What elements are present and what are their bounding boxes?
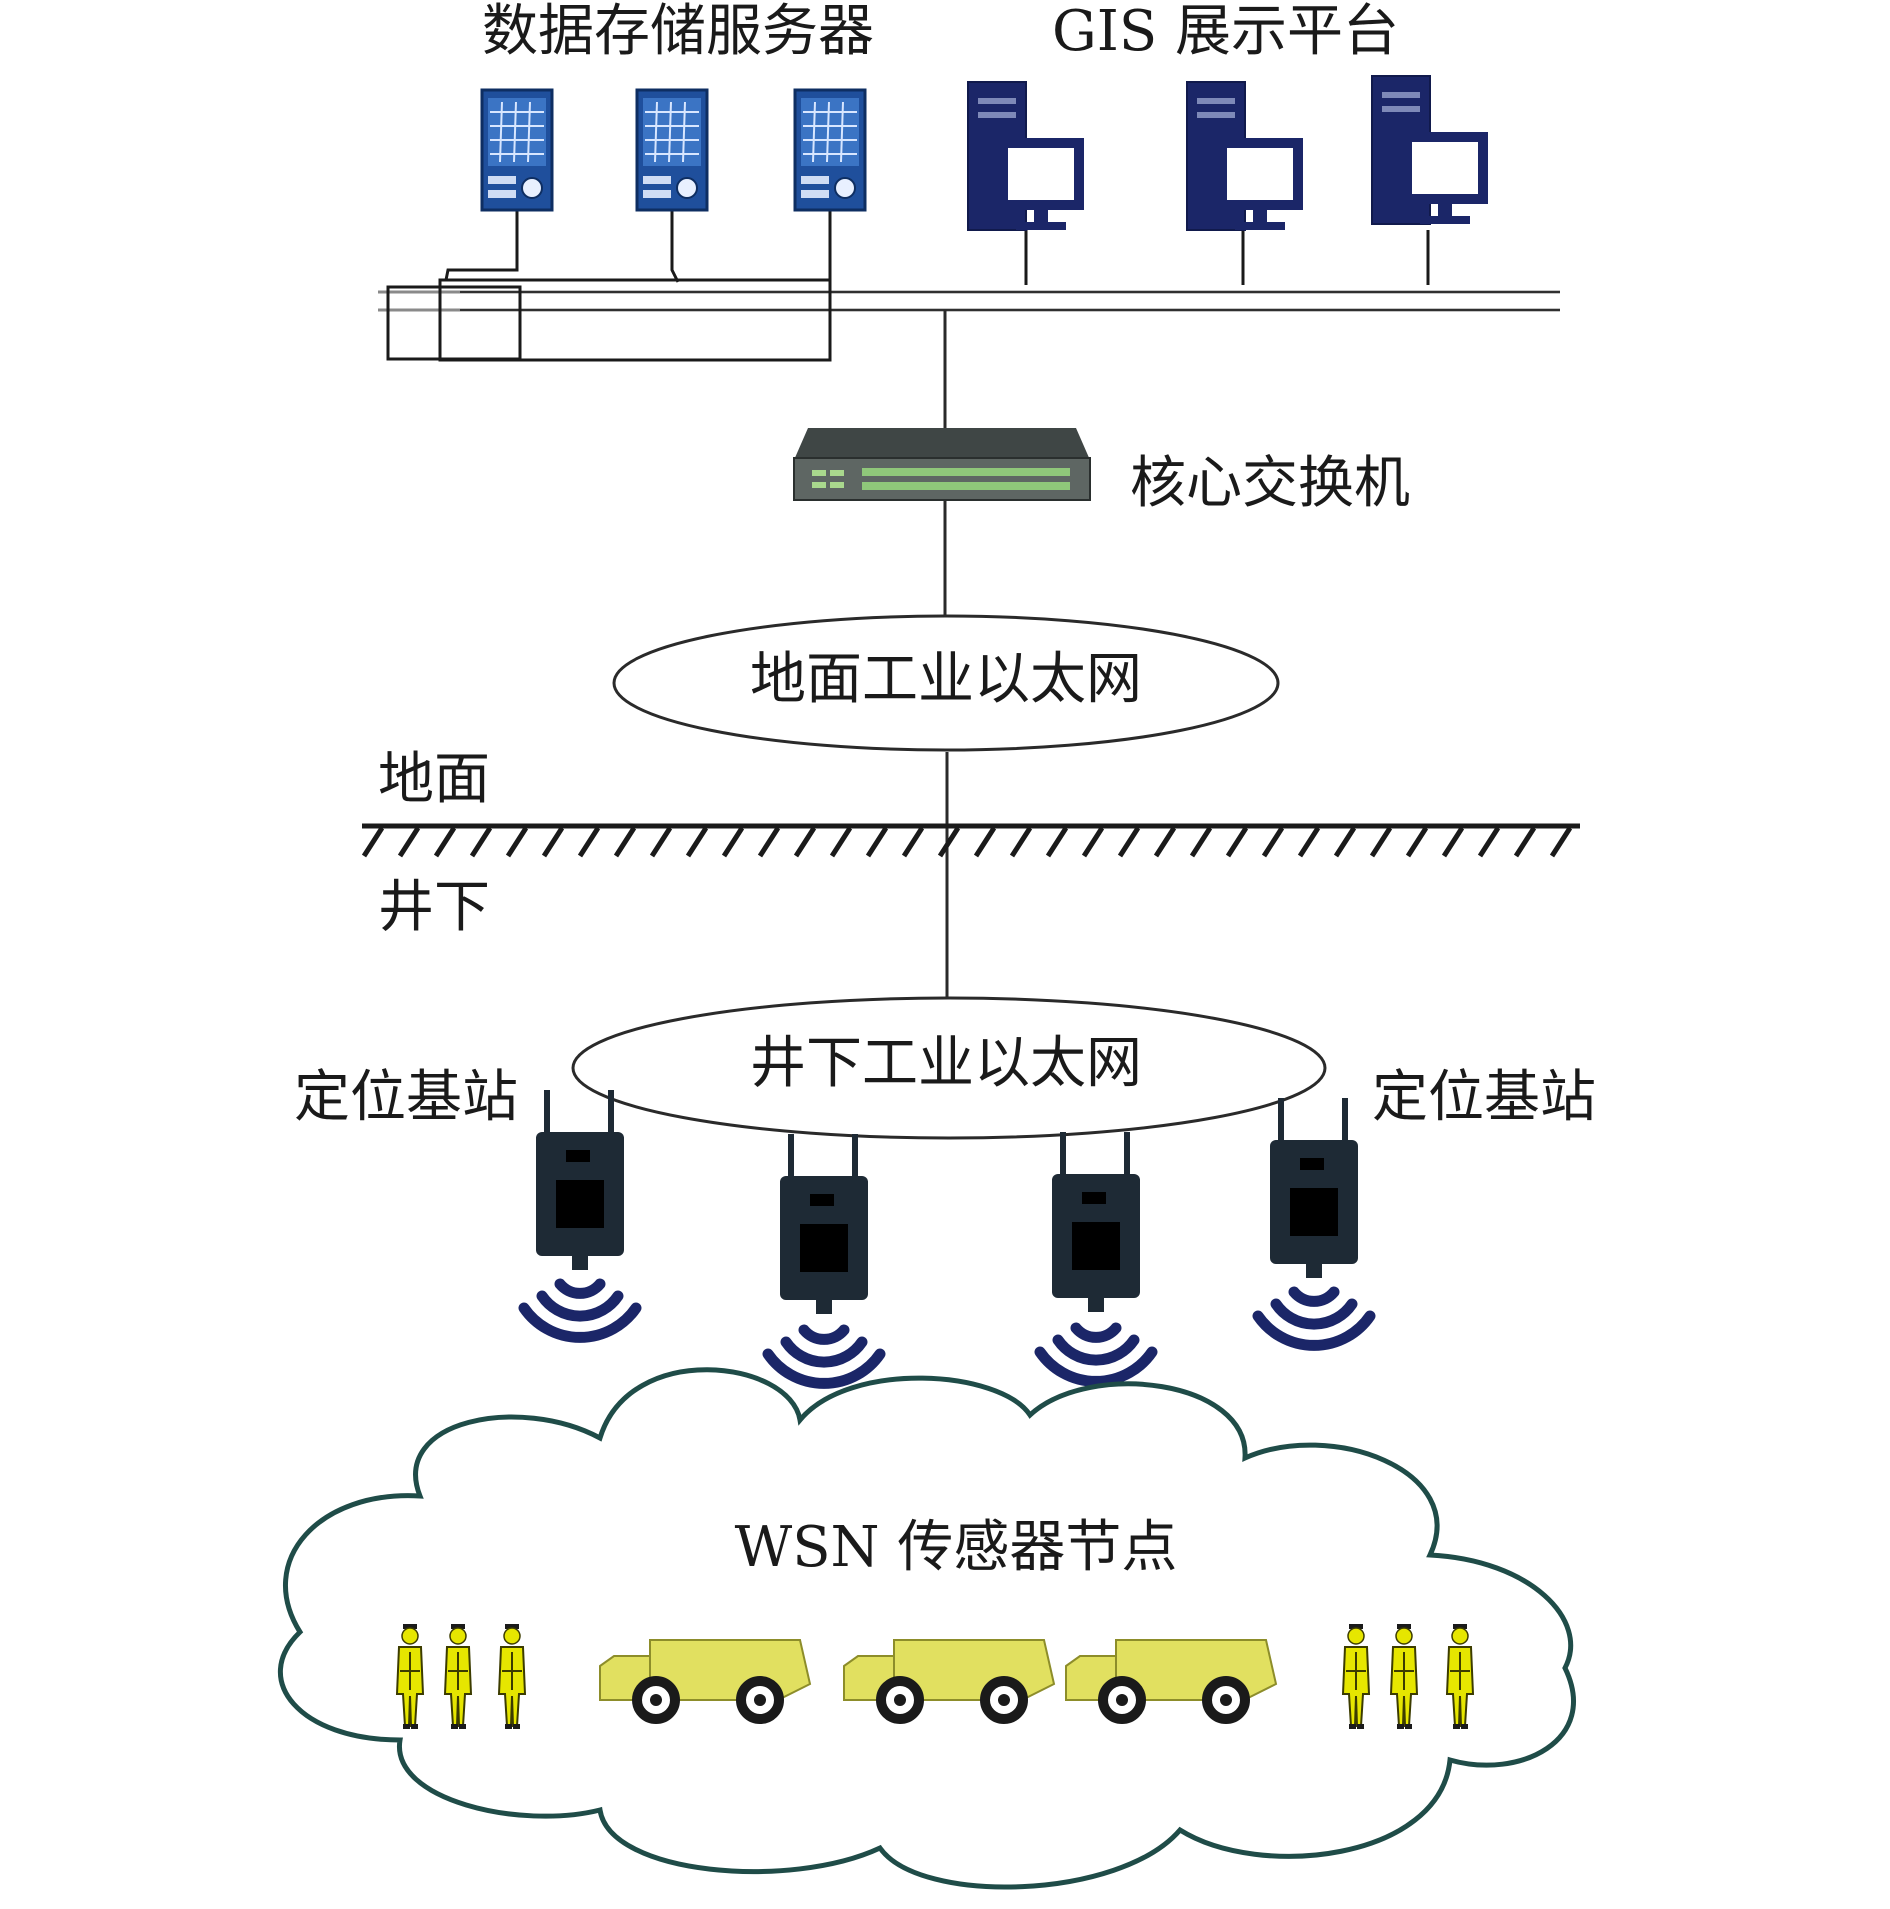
ground-hatch-mark xyxy=(793,826,817,858)
ground-hatch-mark xyxy=(721,826,745,858)
ground-hatch-mark xyxy=(757,826,781,858)
ground-hatch-mark xyxy=(937,826,961,858)
ground-hatch-mark xyxy=(1009,826,1033,858)
computer-icon xyxy=(967,81,1085,231)
wireless-signal-icon xyxy=(1258,1292,1370,1345)
wireless-signal-icon xyxy=(768,1330,880,1383)
ground-hatch-mark xyxy=(685,826,709,858)
ground-hatch-mark xyxy=(865,826,889,858)
ground-hatch-mark xyxy=(1189,826,1213,858)
ground-ethernet-ring xyxy=(612,614,1280,752)
ground-hatch-mark xyxy=(1441,826,1465,858)
ground-hatch-mark xyxy=(1153,826,1177,858)
wsn-nodes-label: WSN 传感器节点 xyxy=(734,1515,1178,1580)
ground-ethernet-label: 地面工业以太网 xyxy=(750,647,1142,712)
ground-hatch-mark xyxy=(1369,826,1393,858)
computer-icon xyxy=(1371,75,1489,225)
ground-hatch-mark xyxy=(1513,826,1537,858)
ground-hatch-mark xyxy=(973,826,997,858)
backbone-bus xyxy=(378,290,1560,312)
wireless-signal-icon xyxy=(524,1284,636,1337)
ground-hatch-mark xyxy=(1549,826,1573,858)
ground-hatch-mark xyxy=(469,826,493,858)
base-station-icon xyxy=(1270,1098,1358,1278)
ground-hatch-mark xyxy=(1405,826,1429,858)
ground-hatch-mark xyxy=(1117,826,1141,858)
storage-servers-label: 数据存储服务器 xyxy=(482,0,874,64)
ground-surface-line xyxy=(361,823,1580,858)
wsn-cloud xyxy=(277,1367,1576,1890)
ground-hatch-mark xyxy=(649,826,673,858)
ground-hatch-mark xyxy=(541,826,565,858)
base-station-icon xyxy=(780,1134,868,1314)
ground-hatch-mark xyxy=(1225,826,1249,858)
ground-hatch-mark xyxy=(1261,826,1285,858)
underground-ethernet-label: 井下工业以太网 xyxy=(750,1031,1142,1096)
ground-hatch-mark xyxy=(433,826,457,858)
ground-hatch-mark xyxy=(1081,826,1105,858)
ground-label: 地面 xyxy=(378,747,490,812)
underground-label: 井下 xyxy=(378,875,490,940)
server-icon xyxy=(793,88,867,212)
underground-ethernet-ring xyxy=(571,996,1327,1140)
computer-icon xyxy=(1186,81,1304,231)
ground-hatch-mark xyxy=(829,826,853,858)
ground-hatch-mark xyxy=(577,826,601,858)
ground-hatch-mark xyxy=(1297,826,1321,858)
base-station-icon xyxy=(1052,1132,1140,1312)
ground-hatch-mark xyxy=(505,826,529,858)
ground-hatch-mark xyxy=(1045,826,1069,858)
base-station-label-left: 定位基站 xyxy=(294,1065,518,1130)
base-station-label-right: 定位基站 xyxy=(1372,1065,1596,1130)
server-cabling xyxy=(386,210,832,362)
computer-drops xyxy=(1024,230,1430,285)
server-icon xyxy=(635,88,709,212)
wireless-signal-icon xyxy=(1040,1328,1152,1381)
ground-hatch-mark xyxy=(397,826,421,858)
ground-hatch-mark xyxy=(901,826,925,858)
ground-hatch-mark xyxy=(1477,826,1501,858)
network-switch-icon xyxy=(793,428,1091,501)
base-station-icon xyxy=(536,1090,624,1270)
ground-hatch-mark xyxy=(613,826,637,858)
ground-hatch-mark xyxy=(1333,826,1357,858)
gis-platform-label: GIS 展示平台 xyxy=(1052,0,1400,64)
trunk-links xyxy=(943,310,949,1002)
ground-hatch-mark xyxy=(361,826,385,858)
core-switch-label: 核心交换机 xyxy=(1130,451,1410,516)
server-icon xyxy=(480,88,554,212)
